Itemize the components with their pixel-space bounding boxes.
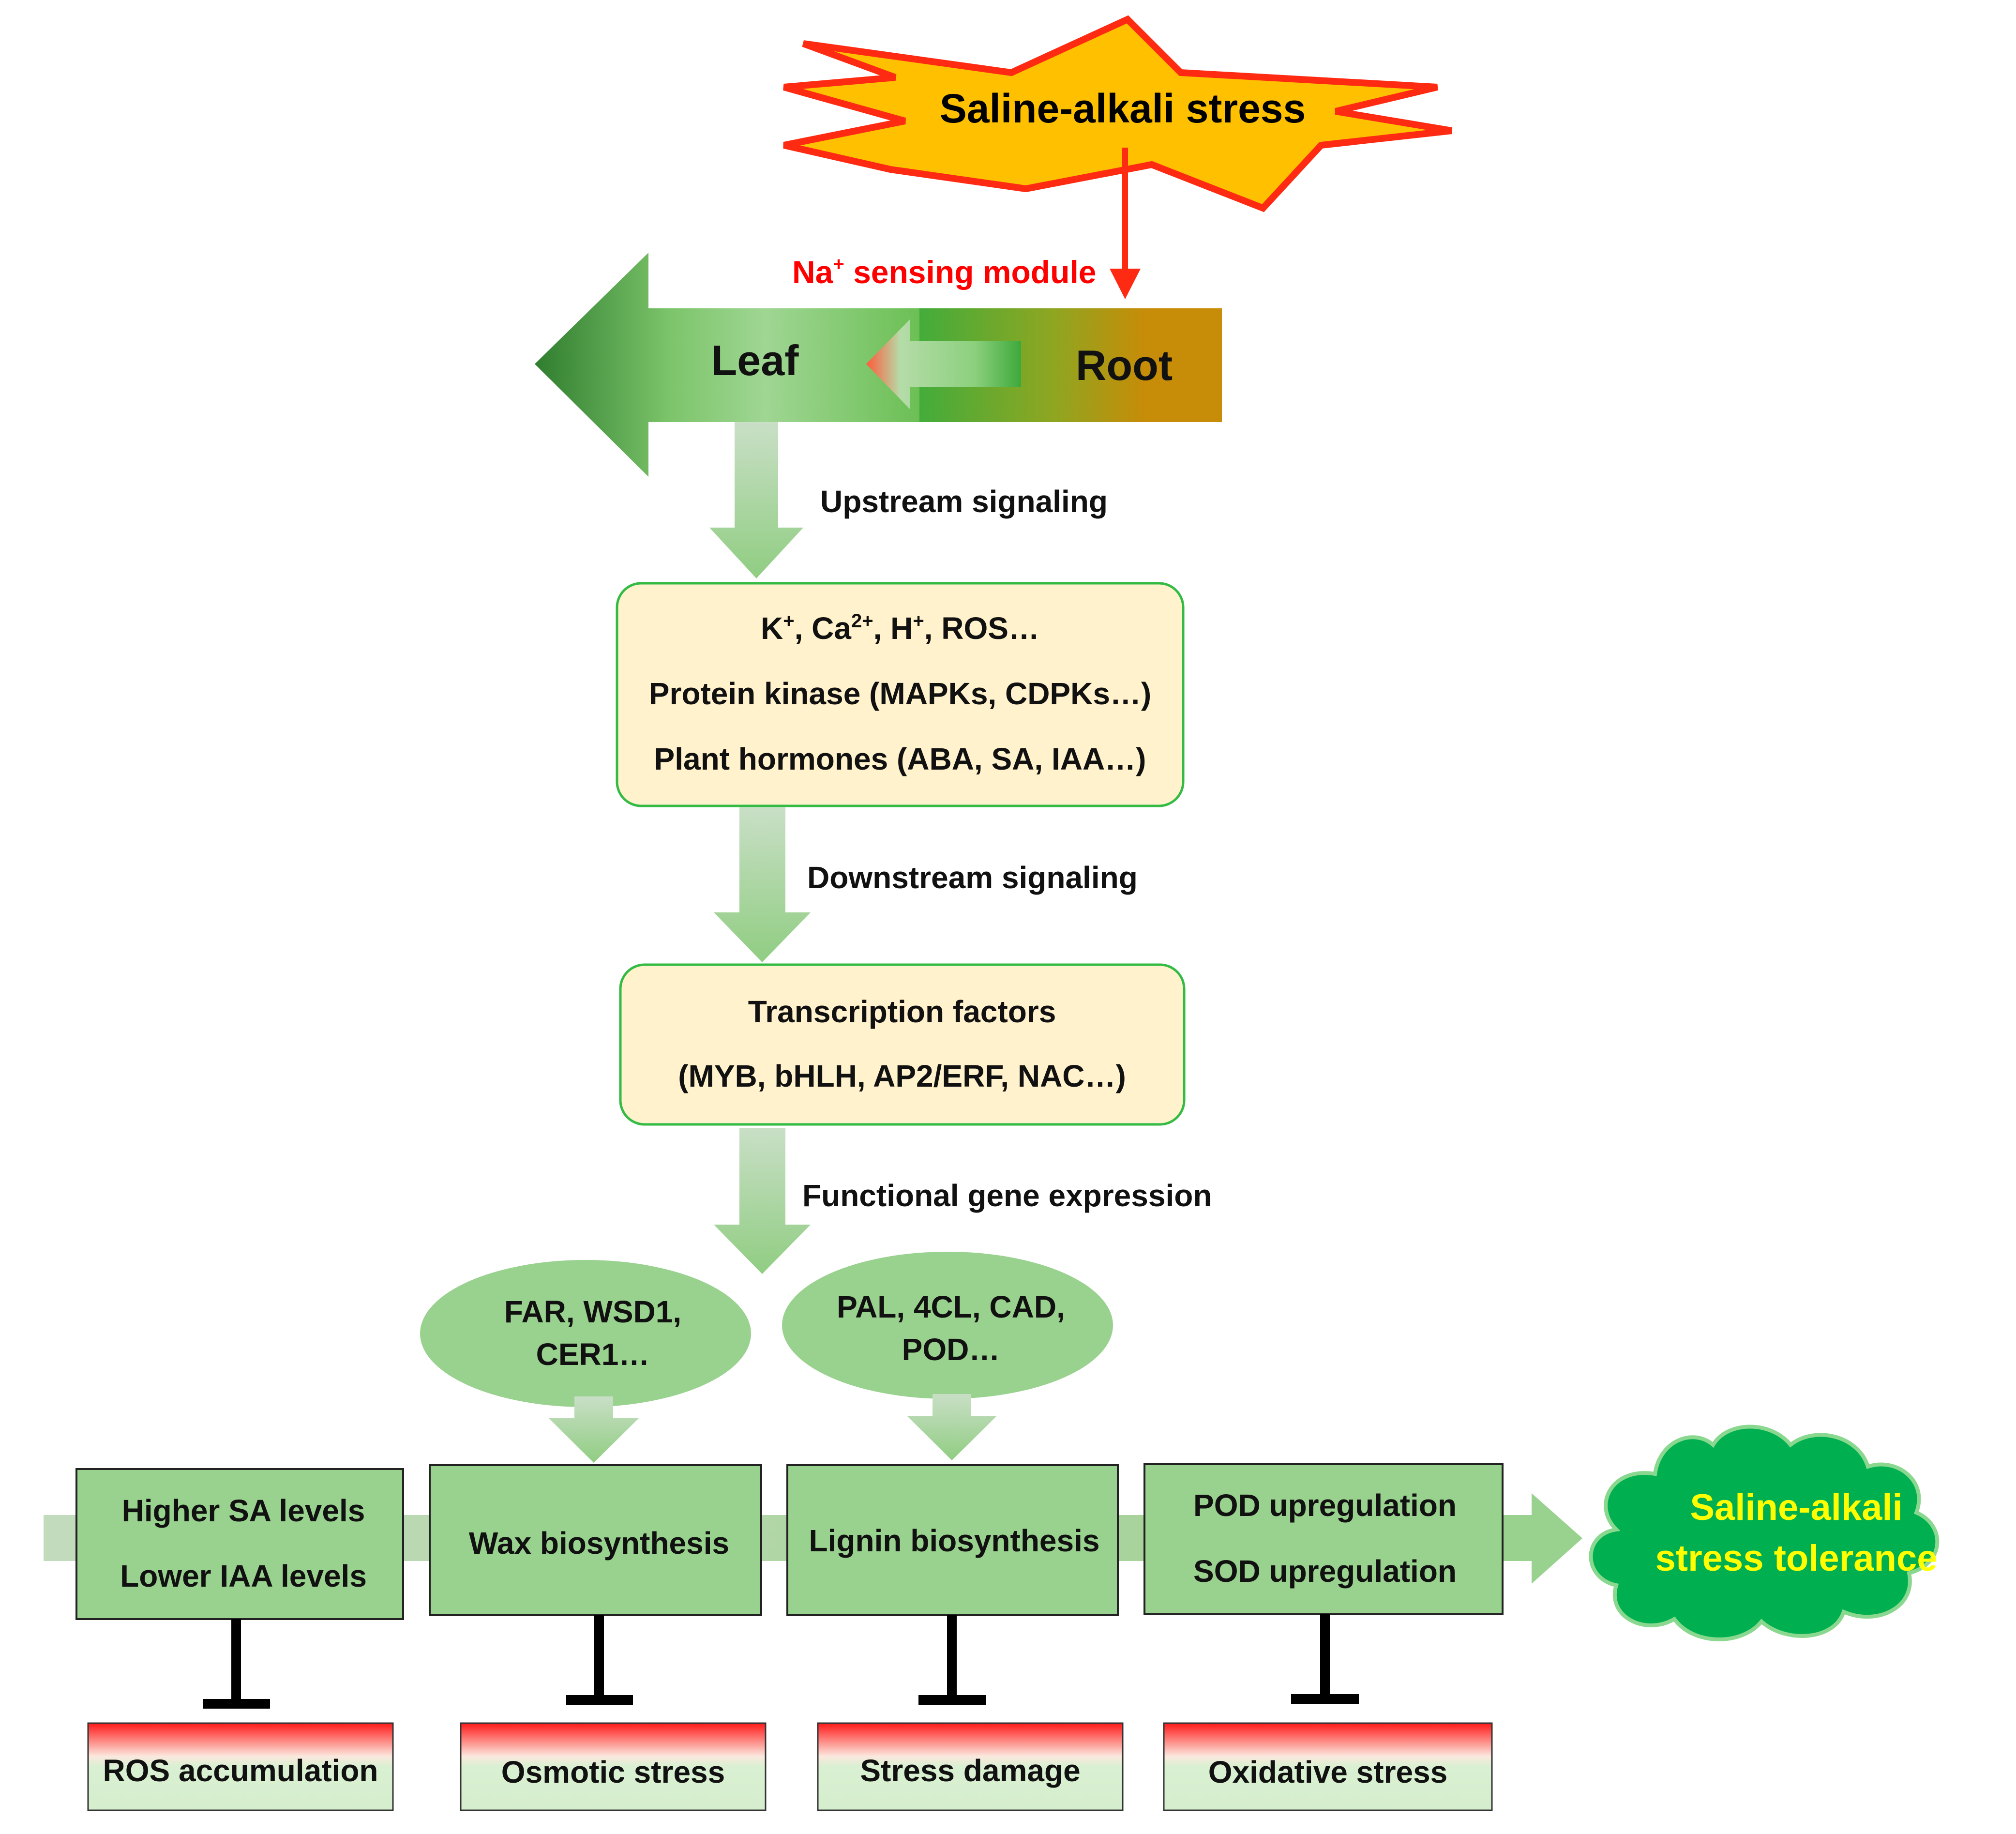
hormone-line: Plant hormones (ABA, SA, IAA…) xyxy=(654,742,1146,776)
gene-ellipse-wax xyxy=(420,1260,751,1407)
lignin-label: Lignin biosynthesis xyxy=(809,1523,1100,1558)
hormone-response-box xyxy=(75,1468,404,1620)
outcome-box-damage xyxy=(817,1722,1124,1811)
enzyme-line1: POD upregulation xyxy=(1193,1488,1457,1523)
hormone-response-line1: Higher SA levels xyxy=(122,1493,365,1528)
lignin-arrow xyxy=(907,1394,997,1460)
downstream-arrow xyxy=(714,807,811,962)
upstream-label: Upstream signaling xyxy=(820,484,1108,519)
inner-arrow xyxy=(866,319,1021,409)
downstream-label: Downstream signaling xyxy=(807,860,1138,895)
gene-wax-line1: FAR, WSD1, xyxy=(504,1294,681,1329)
outcome-ros: ROS accumulation xyxy=(103,1753,378,1788)
sensing-label: Na+ sensing module xyxy=(792,254,1096,290)
gene-ellipse-lignin xyxy=(782,1252,1113,1399)
tolerance-line1: Saline-alkali xyxy=(1690,1487,1902,1528)
tf-title: Transcription factors xyxy=(748,994,1056,1029)
tf-list: (MYB, bHLH, AP2/ERF, NAC…) xyxy=(678,1059,1126,1093)
enzyme-box xyxy=(1143,1463,1504,1615)
stress-label: Saline-alkali stress xyxy=(940,86,1306,131)
outcome-box-osmotic xyxy=(460,1722,767,1811)
enzyme-line2: SOD upregulation xyxy=(1193,1554,1457,1589)
wax-arrow xyxy=(549,1396,639,1463)
gene-lignin-line1: PAL, 4CL, CAD, xyxy=(837,1289,1065,1324)
outcome-oxidative: Oxidative stress xyxy=(1208,1755,1448,1789)
outcome-damage: Stress damage xyxy=(860,1753,1080,1788)
tf-box xyxy=(619,963,1186,1126)
root-label: Root xyxy=(1076,341,1173,389)
leaf-arrow xyxy=(535,253,919,477)
gene-wax-line2: CER1… xyxy=(536,1337,650,1372)
inhibition-markers xyxy=(203,1614,1359,1709)
wax-label: Wax biosynthesis xyxy=(469,1526,729,1561)
tolerance-arrow xyxy=(1503,1493,1582,1584)
wax-box xyxy=(429,1464,762,1616)
signaling-box xyxy=(616,582,1185,807)
tolerance-cloud xyxy=(1589,1425,1940,1641)
stress-burst xyxy=(783,15,1453,212)
stress-arrow-head xyxy=(1110,269,1141,299)
functional-arrow xyxy=(714,1128,811,1274)
outcome-osmotic: Osmotic stress xyxy=(501,1755,725,1789)
lignin-box xyxy=(786,1464,1119,1616)
kinase-line: Protein kinase (MAPKs, CDPKs…) xyxy=(649,676,1151,711)
ions-line: K+, Ca2+, H+, ROS… xyxy=(761,610,1039,646)
gene-lignin-line2: POD… xyxy=(902,1332,1000,1367)
tolerance-line2: stress tolerance xyxy=(1655,1538,1938,1579)
functional-label: Functional gene expression xyxy=(802,1178,1212,1213)
outcome-box-oxidative xyxy=(1163,1722,1493,1811)
outcome-box-ros xyxy=(87,1722,394,1811)
leaf-label: Leaf xyxy=(711,336,799,384)
upstream-arrow xyxy=(709,422,803,578)
hormone-response-line2: Lower IAA levels xyxy=(120,1559,367,1593)
